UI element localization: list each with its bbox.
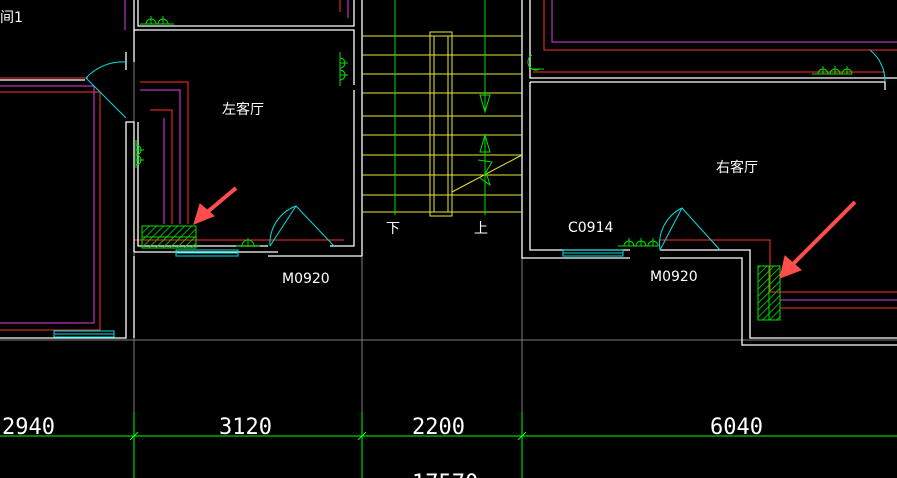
windows: [53, 249, 624, 338]
outlet-symbols: [135, 16, 853, 247]
staircase: [362, 31, 523, 217]
window-label: C0914: [568, 220, 613, 236]
stair-label-down: 下: [386, 221, 400, 237]
annotation-arrows: [193, 186, 857, 279]
room-label-partial: 房间1: [0, 10, 23, 26]
door-swings: [85, 49, 886, 251]
dimension-seg-2: 3120: [219, 415, 272, 440]
arrow-right-icon: [779, 200, 857, 279]
dimension-line: [0, 412, 897, 478]
door-label-left: M0920: [282, 271, 330, 287]
door-label-right: M0920: [650, 269, 698, 285]
arrow-left-icon: [193, 186, 238, 225]
room-label-left-living: 左客厅: [222, 101, 264, 118]
dimension-seg-4: 6040: [710, 415, 763, 440]
dimension-seg-1: 2940: [2, 415, 55, 440]
stair-direction-arrows: [394, 0, 493, 215]
dimension-seg-3: 2200: [412, 415, 465, 440]
dimension-total: 17570: [412, 471, 478, 478]
room-label-right-living: 右客厅: [716, 159, 758, 176]
walls: [0, 0, 897, 346]
stair-label-up: 上: [474, 221, 488, 237]
radiators: [141, 225, 781, 321]
